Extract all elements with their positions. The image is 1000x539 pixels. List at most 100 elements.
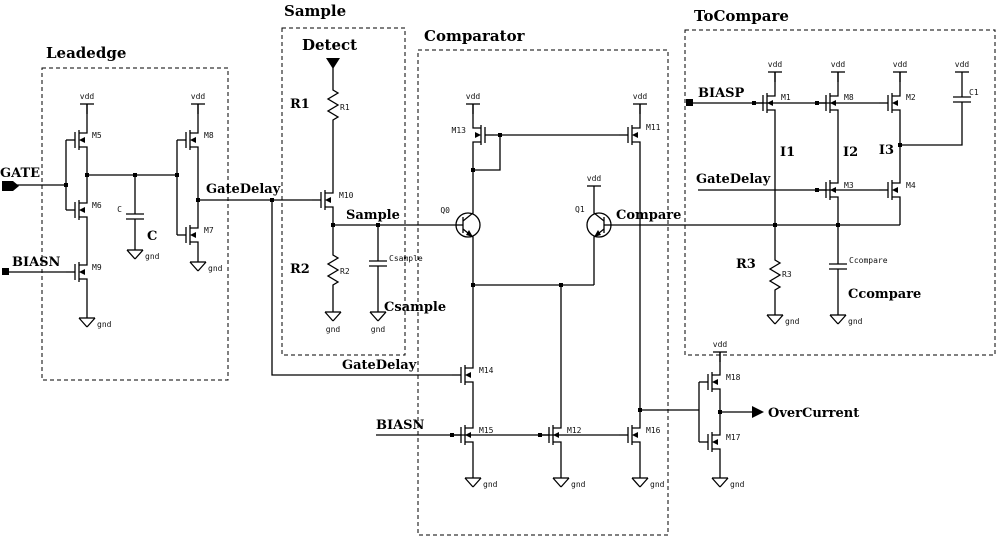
gnd-symbol xyxy=(324,311,342,322)
r2-ref: R2 xyxy=(340,267,350,276)
transistor-M2 xyxy=(878,82,901,124)
gnd-label: gnd xyxy=(848,317,863,326)
leadedge-title: Leadedge xyxy=(46,44,126,62)
vdd-labels: vdd vdd vdd vdd vdd vdd vdd vdd vdd vdd xyxy=(80,60,970,349)
vdd-label: vdd xyxy=(587,174,602,183)
vdd-label: vdd xyxy=(831,60,846,69)
gnd-symbol xyxy=(189,261,207,272)
vdd-label: vdd xyxy=(80,92,95,101)
gnd-label: gnd xyxy=(145,252,160,261)
transistor-M11 xyxy=(618,114,641,156)
vdd-symbol xyxy=(954,71,970,83)
gnd-symbol xyxy=(126,249,144,260)
vdd-label: vdd xyxy=(466,92,481,101)
biasn-label-comparator: BIASN xyxy=(376,418,425,433)
transistor-M6 xyxy=(65,189,88,231)
gnd-symbol xyxy=(552,477,570,488)
vdd-symbol xyxy=(767,71,783,83)
biasp-label: BIASP xyxy=(698,86,745,101)
vdd-symbol xyxy=(79,103,95,115)
gnd-label: gnd xyxy=(650,480,665,489)
gatedelay-label-comparator: GateDelay xyxy=(342,358,417,373)
ccompare-ref: Ccompare xyxy=(849,256,888,265)
i3-label: I3 xyxy=(879,143,894,158)
vdd-label: vdd xyxy=(191,92,206,101)
vdd-symbol xyxy=(465,103,481,115)
gnd-label: gnd xyxy=(208,264,223,273)
gate-label: GATE xyxy=(0,166,40,181)
gatedelay-label-tocompare: GateDelay xyxy=(696,172,771,187)
vdd-symbol xyxy=(632,103,648,115)
gnd-labels: gnd gnd gnd gnd gnd gnd gnd gnd gnd gnd … xyxy=(97,252,863,489)
m11-ref: M11 xyxy=(646,123,661,132)
vdd-symbol xyxy=(712,351,728,363)
capacitor-Csample xyxy=(368,251,388,276)
gnd-label: gnd xyxy=(571,480,586,489)
vdd-label: vdd xyxy=(955,60,970,69)
resistor-R2 xyxy=(327,249,339,293)
m1-ref: M1 xyxy=(781,93,791,102)
i2-label: I2 xyxy=(843,145,858,160)
sample-detect-box xyxy=(281,27,406,356)
csample-label: Csample xyxy=(384,300,446,315)
transistor-M16 xyxy=(618,414,641,456)
capacitor-C xyxy=(125,204,145,229)
vdd-symbol xyxy=(190,103,206,115)
gnd-label: gnd xyxy=(785,317,800,326)
device-labels: M5 M6 M9 M8 M7 M10 M13 M11 Q0 Q1 M14 M15… xyxy=(92,88,979,442)
r1-label: R1 xyxy=(290,97,310,112)
r3-label: R3 xyxy=(736,257,756,272)
gnd-symbols xyxy=(78,249,847,488)
transistor-M13 xyxy=(472,114,495,156)
vdd-symbol xyxy=(586,185,602,197)
tocompare-wires xyxy=(693,72,963,315)
m12-ref: M12 xyxy=(567,426,582,435)
m10-ref: M10 xyxy=(339,191,354,200)
transistor-M14 xyxy=(451,354,474,396)
biasp-input-pad xyxy=(686,99,693,106)
m15-ref: M15 xyxy=(479,426,494,435)
compare-net-label: Compare xyxy=(616,208,681,223)
m3-ref: M3 xyxy=(844,181,854,190)
m8-ref-tocompare: M8 xyxy=(844,93,854,102)
transistor-M8-leadedge xyxy=(176,119,199,161)
q1-ref: Q1 xyxy=(575,205,585,214)
ccompare-label: Ccompare xyxy=(848,287,921,302)
biasn-input-pad xyxy=(2,268,9,275)
m14-ref: M14 xyxy=(479,366,494,375)
junction-dots xyxy=(64,101,902,437)
m9-ref: M9 xyxy=(92,263,102,272)
m16-ref: M16 xyxy=(646,426,661,435)
q0-ref: Q0 xyxy=(440,206,450,215)
m7-ref: M7 xyxy=(204,226,214,235)
vdd-symbols xyxy=(79,71,970,363)
detect-label: Detect xyxy=(302,36,357,54)
comparator-wires xyxy=(376,104,900,478)
transistor-M5 xyxy=(65,119,88,161)
gate-input-pad xyxy=(2,181,19,191)
transistor-M9 xyxy=(65,251,88,293)
vdd-symbol xyxy=(830,71,846,83)
m18-ref: M18 xyxy=(726,373,741,382)
comparator-title: Comparator xyxy=(424,27,526,45)
r1-ref: R1 xyxy=(340,103,350,112)
biasn-label-leadedge: BIASN xyxy=(12,255,61,270)
m6-ref: M6 xyxy=(92,201,102,210)
transistor-M17 xyxy=(698,421,721,463)
gnd-symbol xyxy=(711,477,729,488)
gnd-symbol xyxy=(78,317,96,328)
gnd-symbol xyxy=(829,314,847,325)
capacitor-Ccompare xyxy=(828,254,848,279)
m2-ref: M2 xyxy=(906,93,916,102)
sample-net-label: Sample xyxy=(346,208,400,223)
gnd-symbol xyxy=(464,477,482,488)
transistor-Q0 xyxy=(454,204,481,246)
transistor-Q1 xyxy=(586,204,613,246)
m4-ref: M4 xyxy=(906,181,916,190)
transistor-M18 xyxy=(698,361,721,403)
inverter-wires xyxy=(698,352,752,478)
r2-label: R2 xyxy=(290,262,310,277)
detect-input-pad xyxy=(326,58,340,69)
